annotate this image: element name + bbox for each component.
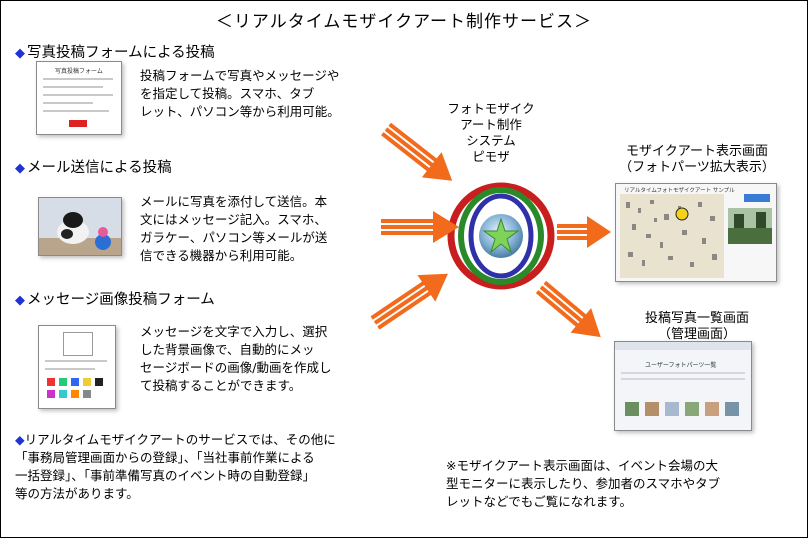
thumb-preview-box [63,332,93,356]
input-arrow-1 [381,122,453,181]
heading-message-image: ◆メッセージ画像投稿フォーム [15,288,215,309]
heading-photo-form: ◆写真投稿フォームによる投稿 [15,41,215,62]
thumb-form-header: 写真投稿フォーム [55,68,103,75]
input-arrow-3 [370,273,448,330]
mosaic-image-icon [620,194,724,278]
list-photo-thumb [725,402,739,416]
output-arrow-mosaic [557,216,611,248]
system-label-line: システム [466,133,516,148]
note-line: 一括登録」、「事前準備写真のイベント時の自動登録」 [15,468,316,483]
list-photo-thumb [625,402,639,416]
page-title: ＜リアルタイムモザイクアート制作サービス＞ [215,12,593,32]
photo-form-description: 投稿フォームで写真やメッセージや を指定して投稿。スマホ、タブ レット、パソコン… [140,67,340,121]
note-line: 「事務局管理画面からの登録」、「当社事前作業による [15,450,315,465]
desc-line: 投稿フォームで写真やメッセージや [140,68,340,83]
list-screen-label: 投稿写真一覧画面 （管理画面） [607,311,787,343]
output-label-line: 投稿写真一覧画面 [644,311,749,326]
photo-form-thumbnail: 写真投稿フォーム [36,61,122,135]
list-photo-thumb [665,402,679,416]
diamond-marker-icon: ◆ [15,432,25,447]
heading-message-image-text: メッセージ画像投稿フォーム [27,292,215,308]
desc-line: 信できる機器から利用可能。 [140,248,303,263]
thumb-submit-button [69,120,87,127]
thumb-badge [744,194,770,202]
output-label-line: モザイクアート表示画面 [626,144,768,159]
list-photo-thumb [645,402,659,416]
display-note: ※モザイクアート表示画面は、イベント会場の大 型モニターに表示したり、参加者のス… [446,457,720,511]
service-note: ◆リアルタイムモザイクアートのサービスでは、その他に 「事務局管理画面からの登録… [15,431,336,503]
desc-line: て投稿することができます。 [140,378,302,393]
heading-mail: ◆メール送信による投稿 [15,156,172,177]
desc-line: 文にはメッセージ記入。スマホ、 [140,212,327,227]
note-line: ※モザイクアート表示画面は、イベント会場の大 [446,458,718,473]
output-label-line: （管理画面） [657,327,736,342]
system-label: フォトモザイク アート制作 システム ピモザ [441,101,541,165]
note-line: レットなどでもご覧になれます。 [446,494,633,509]
desc-line: メッセージを文字で入力し、選択 [140,324,328,339]
desc-line: レット、パソコン等から利用可能。 [140,104,340,119]
desc-line: した背景画像で、自動的にメッ [140,342,315,357]
thumb-list-header: ユーザーフォトパーツ一覧 [645,362,717,369]
input-arrow-2 [381,211,459,243]
thumb-mosaic-header: リアルタイムフォトモザイクアート サンプル [624,188,735,194]
message-form-thumbnail [38,325,116,409]
desc-line: ガラケー、パソコン等メールが送 [140,230,328,245]
pimoza-logo-icon [447,182,555,290]
diamond-marker-icon: ◆ [15,161,25,176]
desc-line: セージボードの画像/動画を作成し [140,360,332,375]
desc-line: を指定して投稿。スマホ、タブ [140,86,315,101]
desc-line: メールに写真を添付して送信。本 [140,194,328,209]
note-line: 等の方法があります。 [15,486,139,501]
enlarged-photo-icon [728,208,772,244]
list-photo-thumb [705,402,719,416]
mail-photo-thumbnail [38,197,122,256]
system-label-line: フォトモザイク [447,101,535,116]
diamond-marker-icon: ◆ [15,293,25,308]
mosaic-display-thumbnail: リアルタイムフォトモザイクアート サンプル [615,183,777,282]
note-line: 型モニターに表示したり、参加者のスマホやタブ [446,476,721,491]
diamond-marker-icon: ◆ [15,46,25,61]
system-label-line: アート制作 [460,117,522,132]
mosaic-display-label: モザイクアート表示画面 （フォトパーツ拡大表示） [613,144,781,176]
output-label-line: （フォトパーツ拡大表示） [619,160,775,175]
mail-description: メールに写真を添付して送信。本 文にはメッセージ記入。スマホ、 ガラケー、パソコ… [140,193,327,265]
list-screen-thumbnail: ユーザーフォトパーツ一覧 [614,341,752,431]
output-arrow-list [535,280,601,338]
list-photo-thumb [685,402,699,416]
message-image-description: メッセージを文字で入力し、選択 した背景画像で、自動的にメッ セージボードの画像… [140,323,331,395]
note-line: リアルタイムモザイクアートのサービスでは、その他に [24,432,336,447]
cat-photo-icon [39,198,121,255]
heading-photo-form-text: 写真投稿フォームによる投稿 [27,45,215,61]
heading-mail-text: メール送信による投稿 [27,160,172,176]
system-label-line: ピモザ [472,149,510,164]
